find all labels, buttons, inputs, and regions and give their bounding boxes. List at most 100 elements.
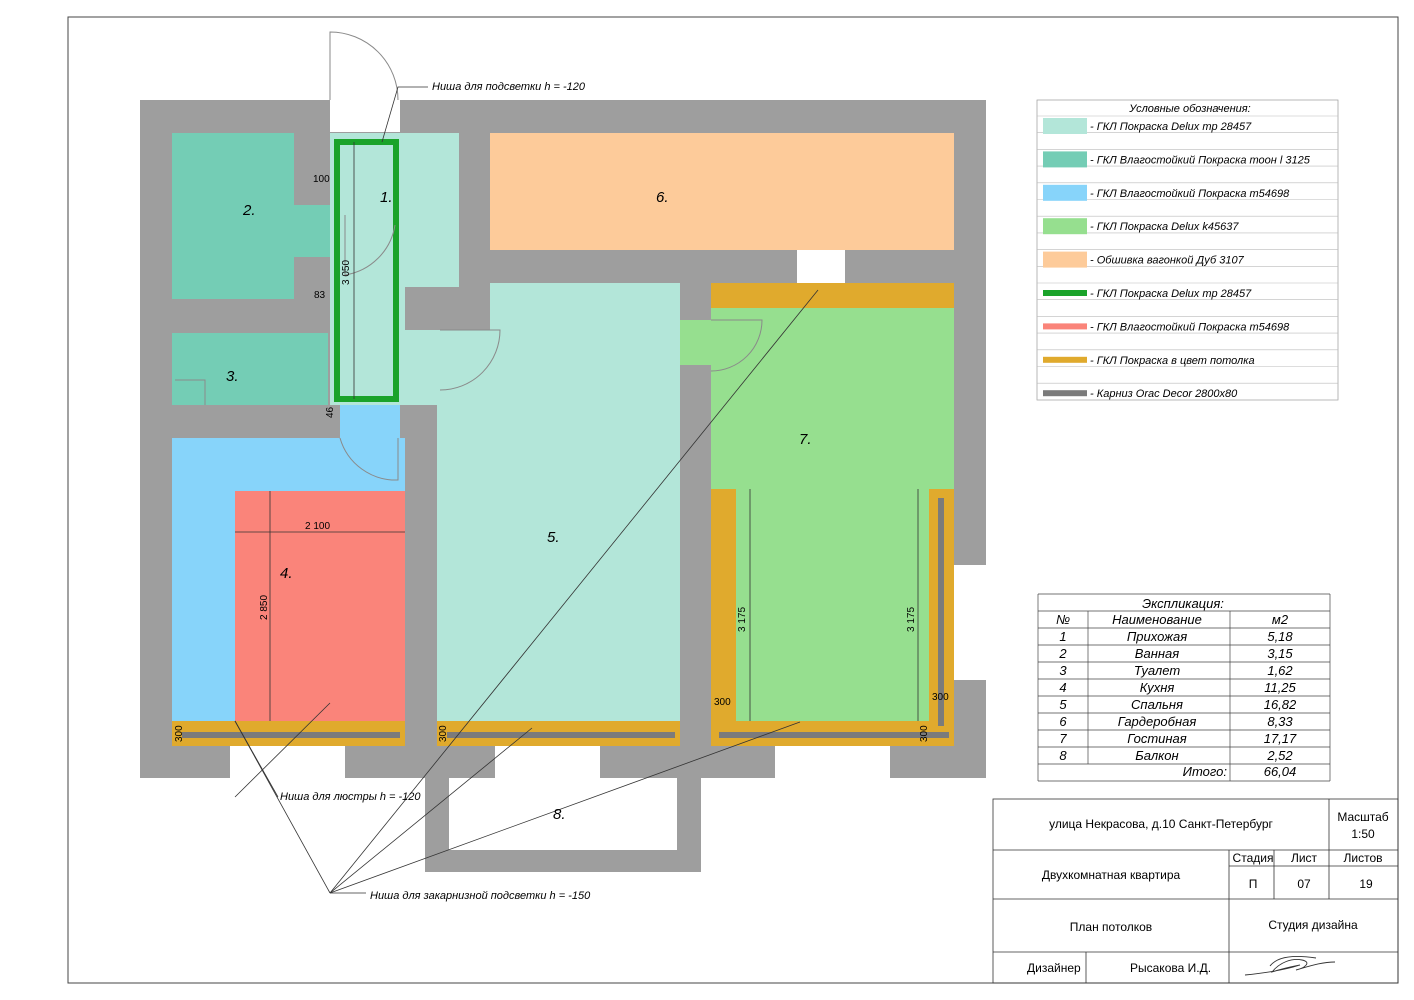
hallway-light-niche xyxy=(334,139,399,402)
dim-2100: 2 100 xyxy=(305,521,330,532)
title-block xyxy=(992,798,1399,984)
explication-cell: Прихожая xyxy=(1127,629,1187,644)
room-label-7: 7. xyxy=(799,431,812,448)
dim-300-living-right: 300 xyxy=(932,692,949,703)
dim-83: 83 xyxy=(314,290,326,301)
window-opening-south-1 xyxy=(230,746,345,778)
dim-3050: 3 050 xyxy=(341,260,352,285)
legend-label: - ГКЛ Влагостойкий Покраска m54698 xyxy=(1090,321,1290,333)
legend-rows: - ГКЛ Покраска Delux mp 28457 - ГКЛ Влаго… xyxy=(1037,115,1338,400)
leader-niche-light xyxy=(381,86,428,143)
annotation-niche-cornice: Ниша для закарнизной подсветки h = -150 xyxy=(370,890,591,902)
explication-cell: Спальня xyxy=(1131,697,1183,712)
leader-cornice-1 xyxy=(329,727,533,894)
legend-label: - ГКЛ Покраска Delux mp 28457 xyxy=(1090,121,1252,133)
designer-signature xyxy=(1244,955,1336,976)
leader-cornice-2 xyxy=(329,289,819,894)
floor-plan xyxy=(140,31,986,894)
dim-300-living-bottom: 300 xyxy=(919,725,930,742)
dim-100: 100 xyxy=(313,174,330,185)
explication-cell: 3 xyxy=(1059,663,1067,678)
dimension-lines xyxy=(235,142,919,721)
wc-door-swing xyxy=(175,379,206,405)
stamp-designer: Рысакова И.Д. xyxy=(1130,961,1211,975)
explication-cell: 2 xyxy=(1058,646,1067,661)
leader-cornice-4 xyxy=(234,720,331,894)
explication-cell: Кухня xyxy=(1140,680,1175,695)
room-3-wc xyxy=(172,333,328,405)
explication-cell: Гардеробная xyxy=(1118,714,1197,729)
explication-cell: 8 xyxy=(1059,748,1067,763)
explication-cell: 2,52 xyxy=(1266,748,1293,763)
living-door-passage xyxy=(680,320,711,365)
room-label-2: 2. xyxy=(242,202,256,219)
explication-header-no: № xyxy=(1056,612,1070,627)
leader-lines xyxy=(234,86,819,894)
legend-label: - ГКЛ Влагостойкий Покраска m54698 xyxy=(1090,188,1290,200)
dim-300-living-left: 300 xyxy=(714,697,731,708)
explication-cell: 16,82 xyxy=(1264,697,1297,712)
explication-cell: 17,17 xyxy=(1264,731,1297,746)
balcony-floor xyxy=(449,778,677,850)
room-label-8: 8. xyxy=(553,806,566,823)
legend-label: - ГКЛ Покраска Delux k45637 xyxy=(1090,221,1239,233)
explication-total-value: 66,04 xyxy=(1264,764,1297,779)
leader-cornice-3 xyxy=(329,721,801,894)
stamp-sheet: 07 xyxy=(1297,877,1311,891)
dim-3175-left: 3 175 xyxy=(737,607,748,632)
room-label-6: 6. xyxy=(656,189,669,206)
cornice-living-right xyxy=(938,498,944,726)
kitchen-salmon-niche xyxy=(235,491,405,721)
legend-swatch xyxy=(1043,390,1087,397)
dim-2850: 2 850 xyxy=(259,595,270,620)
entrance-door-swing xyxy=(329,31,399,101)
explication-cell: Балкон xyxy=(1135,748,1178,763)
wardrobe-opening xyxy=(797,250,845,283)
living-door-swing xyxy=(710,319,763,372)
explication-header-area: м2 xyxy=(1272,612,1289,627)
dim-300-bedroom: 300 xyxy=(438,725,449,742)
entrance-opening xyxy=(330,100,400,132)
legend-swatch xyxy=(1043,218,1087,235)
explication-cell: 6 xyxy=(1059,714,1067,729)
explication-cell: 3,15 xyxy=(1267,646,1293,661)
explication-cell: Ванная xyxy=(1135,646,1179,661)
legend-swatch xyxy=(1043,151,1087,168)
room-5-bedroom xyxy=(437,283,680,746)
stamp-sheets: 19 xyxy=(1359,877,1373,891)
stamp-sheet-label: Лист xyxy=(1291,851,1318,865)
stamp-drawing: План потолков xyxy=(1070,920,1152,934)
explication-cell: Туалет xyxy=(1134,663,1181,678)
stamp-scale-value: 1:50 xyxy=(1351,827,1375,841)
bedroom-door-swing xyxy=(439,329,501,391)
stamp-sheets-label: Листов xyxy=(1344,851,1383,865)
explication-cell: 4 xyxy=(1059,680,1066,695)
legend-swatch xyxy=(1043,118,1087,134)
room-6-wardrobe xyxy=(490,133,954,250)
stamp-stage-label: Стадия xyxy=(1233,851,1274,865)
explication-header-name: Наименование xyxy=(1112,612,1202,627)
legend-label: - Обшивка вагонкой Дуб 3107 xyxy=(1090,255,1245,267)
stamp-address: улица Некрасова, д.10 Санкт-Петербург xyxy=(1049,817,1273,831)
room-label-1: 1. xyxy=(380,189,393,206)
stamp-role: Дизайнер xyxy=(1027,961,1081,975)
explication-cell: 8,33 xyxy=(1267,714,1293,729)
legend-swatch xyxy=(1043,251,1087,268)
room-label-3: 3. xyxy=(226,368,239,385)
legend-swatch xyxy=(1043,184,1087,201)
legend-label: - ГКЛ Влагостойкий Покраска тоон l 3125 xyxy=(1090,154,1311,166)
window-opening-south-2 xyxy=(495,746,600,778)
explication-total-label: Итого: xyxy=(1183,764,1228,779)
gold-strip-living-left xyxy=(711,489,736,746)
hallway-to-bedroom xyxy=(405,330,440,405)
cornice-kitchen xyxy=(182,732,400,738)
stamp-scale-label: Масштаб xyxy=(1337,810,1388,824)
annotation-niche-chandelier: Ниша для люстры h = -120 xyxy=(280,791,421,803)
room-2-bathroom xyxy=(172,133,294,299)
stamp-stage: П xyxy=(1249,877,1258,891)
stamp-studio: Студия дизайна xyxy=(1268,918,1358,932)
explication-cell: 1 xyxy=(1059,629,1066,644)
explication-cell: 7 xyxy=(1059,731,1067,746)
